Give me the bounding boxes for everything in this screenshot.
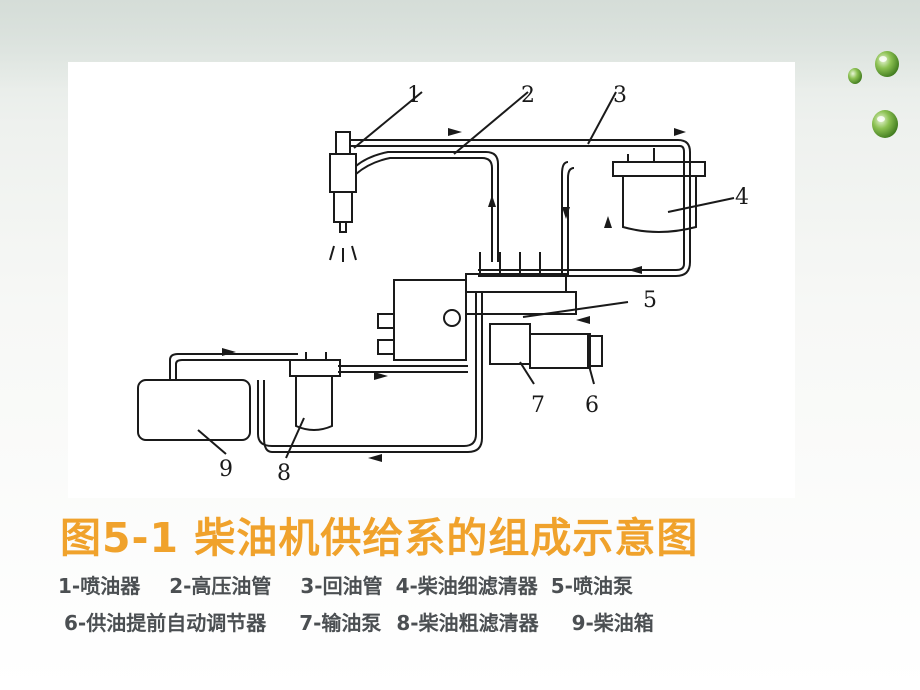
legend-item-coarse-filter: 8-柴油粗滤清器 xyxy=(396,611,539,635)
legend-item-fine-filter: 4-柴油细滤清器 xyxy=(395,574,538,598)
callout-6: 6 xyxy=(585,393,599,418)
callout-3: 3 xyxy=(613,83,627,108)
legend-item-timer: 6-供油提前自动调节器 xyxy=(64,611,267,635)
legend-item-injection-pump: 5-喷油泵 xyxy=(550,574,633,598)
legend-item-return-pipe: 3-回油管 xyxy=(300,574,383,598)
callout-1: 1 xyxy=(407,83,421,108)
figure-title: 图5-1 柴油机供给系的组成示意图 xyxy=(60,514,699,562)
legend-line-1: 1-喷油器 2-高压油管 3-回油管 4-柴油细滤清器 5-喷油泵 xyxy=(58,570,655,599)
callout-7: 7 xyxy=(531,393,545,418)
callout-9: 9 xyxy=(219,457,233,482)
legend-item-high-pressure-pipe: 2-高压油管 xyxy=(169,574,272,598)
fuel-system-diagram: 1 2 3 4 5 6 7 8 9 xyxy=(68,62,795,498)
callout-5: 5 xyxy=(643,288,657,313)
callout-8: 8 xyxy=(277,461,291,486)
legend-item-feed-pump: 7-输油泵 xyxy=(299,611,382,635)
legend-item-injector: 1-喷油器 xyxy=(58,574,141,598)
callout-2: 2 xyxy=(521,83,535,108)
callout-4: 4 xyxy=(735,185,749,210)
legend-item-fuel-tank: 9-柴油箱 xyxy=(571,611,654,635)
legend-line-2: 6-供油提前自动调节器 7-输油泵 8-柴油粗滤清器 9-柴油箱 xyxy=(64,607,680,636)
water-drop-icon xyxy=(848,51,899,138)
